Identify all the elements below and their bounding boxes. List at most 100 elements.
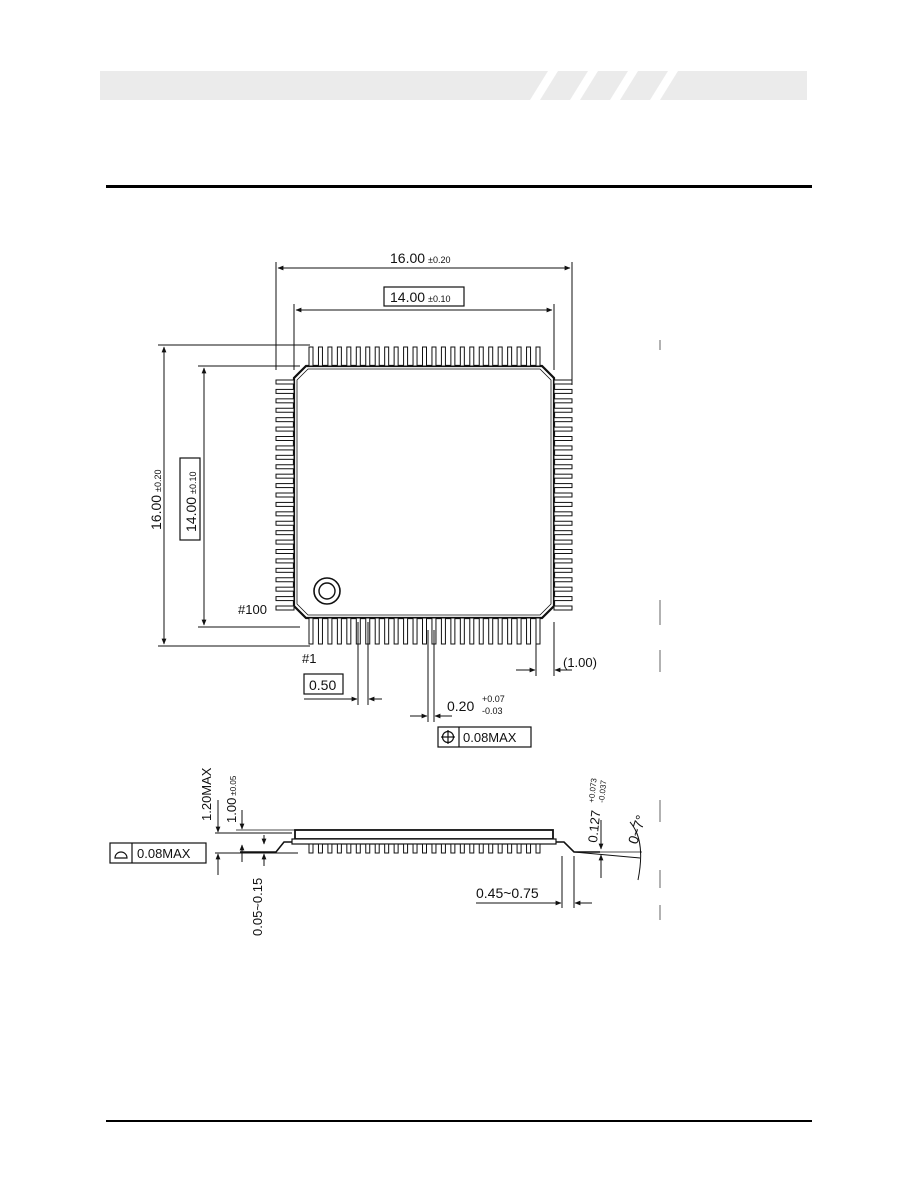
lead xyxy=(440,617,446,645)
lead xyxy=(553,605,573,611)
lead xyxy=(308,346,314,367)
lead xyxy=(553,501,573,507)
body-thickness-tol: ±0.05 xyxy=(229,775,238,796)
lead xyxy=(459,346,465,367)
lead-angle-value: 0~7° xyxy=(625,813,649,846)
lead xyxy=(553,473,573,479)
lead xyxy=(422,617,427,645)
coplanarity-value: 0.08MAX xyxy=(137,846,191,861)
leads-top xyxy=(308,346,541,367)
lead xyxy=(535,617,541,645)
lead xyxy=(469,346,475,367)
lead xyxy=(374,346,380,367)
profile-surface-icon xyxy=(114,851,128,859)
leads-left xyxy=(275,379,295,611)
body-height-box xyxy=(179,457,201,541)
lead xyxy=(275,492,295,498)
standoff-value: 0.05~0.15 xyxy=(250,878,265,936)
lead xyxy=(336,346,342,367)
lead xyxy=(553,567,573,573)
lead-width-tol-lower: -0.03 xyxy=(482,706,503,716)
lead xyxy=(478,346,484,367)
lead xyxy=(553,379,573,385)
lead xyxy=(459,617,465,645)
lead xyxy=(275,549,295,554)
svg-text:16.00±0.20: 16.00±0.20 xyxy=(390,250,451,266)
coplanarity-frame xyxy=(109,842,207,864)
lead xyxy=(450,617,456,645)
lead xyxy=(422,843,427,854)
lead xyxy=(384,843,390,854)
lead xyxy=(497,843,503,854)
lead xyxy=(497,346,503,367)
body-width-value: 14.00 xyxy=(390,289,425,305)
lead xyxy=(384,617,390,645)
lead-extension-value: (1.00) xyxy=(563,655,597,670)
lead xyxy=(403,346,409,367)
lead xyxy=(275,577,295,583)
lead xyxy=(403,843,409,854)
lead-thickness-value: 0.127 xyxy=(585,809,603,843)
lead xyxy=(275,388,295,394)
lead xyxy=(526,843,532,854)
lead xyxy=(553,436,573,441)
lead xyxy=(275,567,295,573)
lead xyxy=(403,617,409,645)
overall-width-tol: ±0.20 xyxy=(428,255,450,265)
lead xyxy=(355,843,361,854)
lead xyxy=(553,586,573,592)
overall-width-value: 16.00 xyxy=(390,250,425,266)
top-view: 16.00±0.20 14.00±0.10 16.00±0.20 14.00±0… xyxy=(148,250,661,748)
lead xyxy=(553,426,573,432)
lead xyxy=(275,586,295,592)
side-body xyxy=(294,829,554,840)
lead xyxy=(275,379,295,385)
leads-right xyxy=(553,379,573,611)
lead xyxy=(553,417,573,423)
lead xyxy=(327,346,333,367)
lead xyxy=(553,558,573,564)
lead xyxy=(275,501,295,507)
lead-thickness-tol-upper: +0.073 xyxy=(587,777,599,803)
lead xyxy=(317,843,323,854)
lead xyxy=(553,388,573,394)
lead xyxy=(553,596,573,602)
lead xyxy=(507,346,513,367)
lead xyxy=(478,617,484,645)
lead xyxy=(317,617,323,645)
lead xyxy=(317,346,323,367)
lead xyxy=(440,346,446,367)
lead xyxy=(365,346,371,367)
body-height-value: 14.00 xyxy=(183,497,199,532)
lead xyxy=(478,843,484,854)
lead xyxy=(412,346,418,367)
pin1-label: #1 xyxy=(302,651,316,666)
svg-text:16.00±0.20: 16.00±0.20 xyxy=(148,469,164,530)
leads-bottom xyxy=(308,617,541,645)
lead xyxy=(275,436,295,441)
lead xyxy=(516,346,522,367)
side-view: 1.20MAX 1.00±0.05 0.05~0.15 0.08MAX 0.45… xyxy=(109,767,661,936)
lead xyxy=(308,843,314,854)
lead xyxy=(516,843,522,854)
side-leads xyxy=(308,843,541,854)
lead xyxy=(459,843,465,854)
lead xyxy=(275,445,295,451)
position-symbol-icon xyxy=(441,730,455,744)
lead xyxy=(450,843,456,854)
lead xyxy=(275,398,295,404)
lead xyxy=(497,617,503,645)
lead xyxy=(412,617,418,645)
lead xyxy=(469,617,475,645)
lead xyxy=(553,549,573,554)
overall-height-tol: ±0.20 xyxy=(153,469,163,491)
lead xyxy=(507,617,513,645)
lead xyxy=(327,843,333,854)
lead xyxy=(393,346,399,367)
pin1-dot-icon xyxy=(313,577,341,605)
lead xyxy=(275,464,295,470)
lead-thickness-tol-lower: -0.037 xyxy=(597,779,608,803)
lead xyxy=(275,426,295,432)
pitch-box xyxy=(303,673,344,695)
lead xyxy=(275,417,295,423)
